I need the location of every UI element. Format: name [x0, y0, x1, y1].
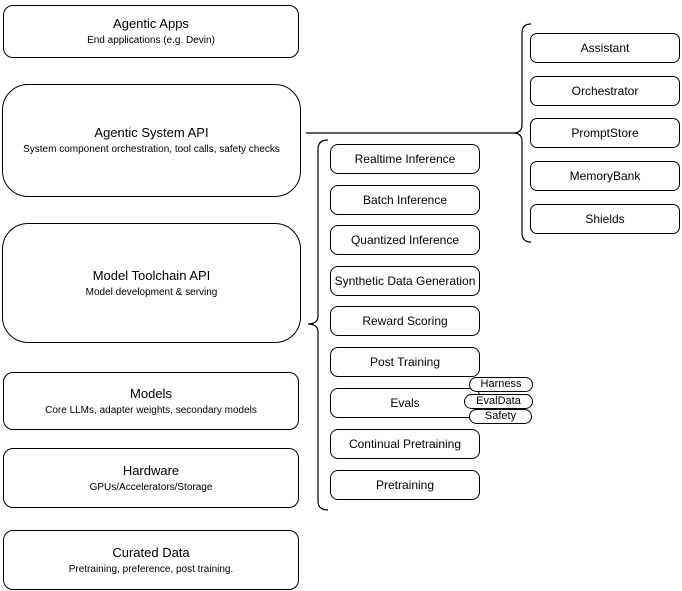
node-memorybank: MemoryBank [530, 161, 680, 191]
node-agentic-system-api: Agentic System API System component orch… [2, 84, 301, 197]
node-label: Reward Scoring [362, 314, 448, 328]
node-title: Curated Data [112, 544, 190, 560]
toolchain-group-brace [307, 139, 329, 511]
node-title: Hardware [122, 462, 180, 478]
tag-label: Harness [480, 378, 522, 390]
components-group-brace [512, 23, 532, 243]
node-reward-scoring: Reward Scoring [330, 306, 480, 336]
tag-safety: Safety [469, 409, 532, 424]
node-continual-pretraining: Continual Pretraining [330, 429, 480, 459]
node-label: Evals [390, 396, 420, 410]
node-post-training: Post Training [330, 347, 480, 377]
node-evals: Evals [330, 388, 480, 418]
node-title: Agentic System API [94, 125, 209, 140]
node-label: Pretraining [375, 478, 435, 492]
node-models: Models Core LLMs, adapter weights, secon… [3, 372, 299, 430]
tag-label: EvalData [476, 395, 521, 407]
node-orchestrator: Orchestrator [530, 76, 680, 106]
node-subtitle: GPUs/Accelerators/Storage [89, 481, 213, 493]
node-label: Realtime Inference [354, 152, 456, 166]
tag-evaldata: EvalData [464, 394, 533, 409]
node-agentic-apps: Agentic Apps End applications (e.g. Devi… [3, 5, 299, 58]
node-subtitle: Pretraining, preference, post training. [68, 563, 234, 575]
node-subtitle: Core LLMs, adapter weights, secondary mo… [45, 404, 257, 416]
node-label: PromptStore [571, 126, 639, 140]
node-label: Assistant [580, 41, 630, 55]
tag-label: Safety [484, 410, 517, 422]
node-promptstore: PromptStore [530, 118, 680, 148]
node-shields: Shields [530, 204, 680, 234]
node-label: Post Training [369, 355, 441, 369]
node-label: Orchestrator [571, 84, 639, 98]
node-title: Agentic Apps [113, 16, 189, 31]
node-label: Quantized Inference [350, 233, 460, 247]
node-subtitle: Model development & serving [85, 286, 218, 298]
node-synthetic-data-generation: Synthetic Data Generation [330, 266, 480, 296]
node-model-toolchain-api: Model Toolchain API Model development & … [2, 223, 301, 343]
node-subtitle: End applications (e.g. Devin) [87, 35, 215, 46]
node-label: Continual Pretraining [348, 437, 462, 451]
node-hardware: Hardware GPUs/Accelerators/Storage [3, 448, 299, 508]
node-title: Models [130, 385, 172, 401]
node-label: Synthetic Data Generation [334, 274, 476, 288]
node-batch-inference: Batch Inference [330, 185, 480, 215]
node-quantized-inference: Quantized Inference [330, 225, 480, 255]
node-title: Model Toolchain API [92, 267, 211, 283]
node-pretraining: Pretraining [330, 470, 480, 500]
node-realtime-inference: Realtime Inference [330, 144, 480, 174]
node-label: Batch Inference [362, 193, 448, 207]
node-assistant: Assistant [530, 33, 680, 63]
node-curated-data: Curated Data Pretraining, preference, po… [3, 530, 299, 590]
tag-harness: Harness [469, 377, 533, 392]
node-subtitle: System component orchestration, tool cal… [23, 144, 280, 155]
node-label: Shields [585, 212, 625, 226]
node-label: MemoryBank [569, 169, 641, 183]
